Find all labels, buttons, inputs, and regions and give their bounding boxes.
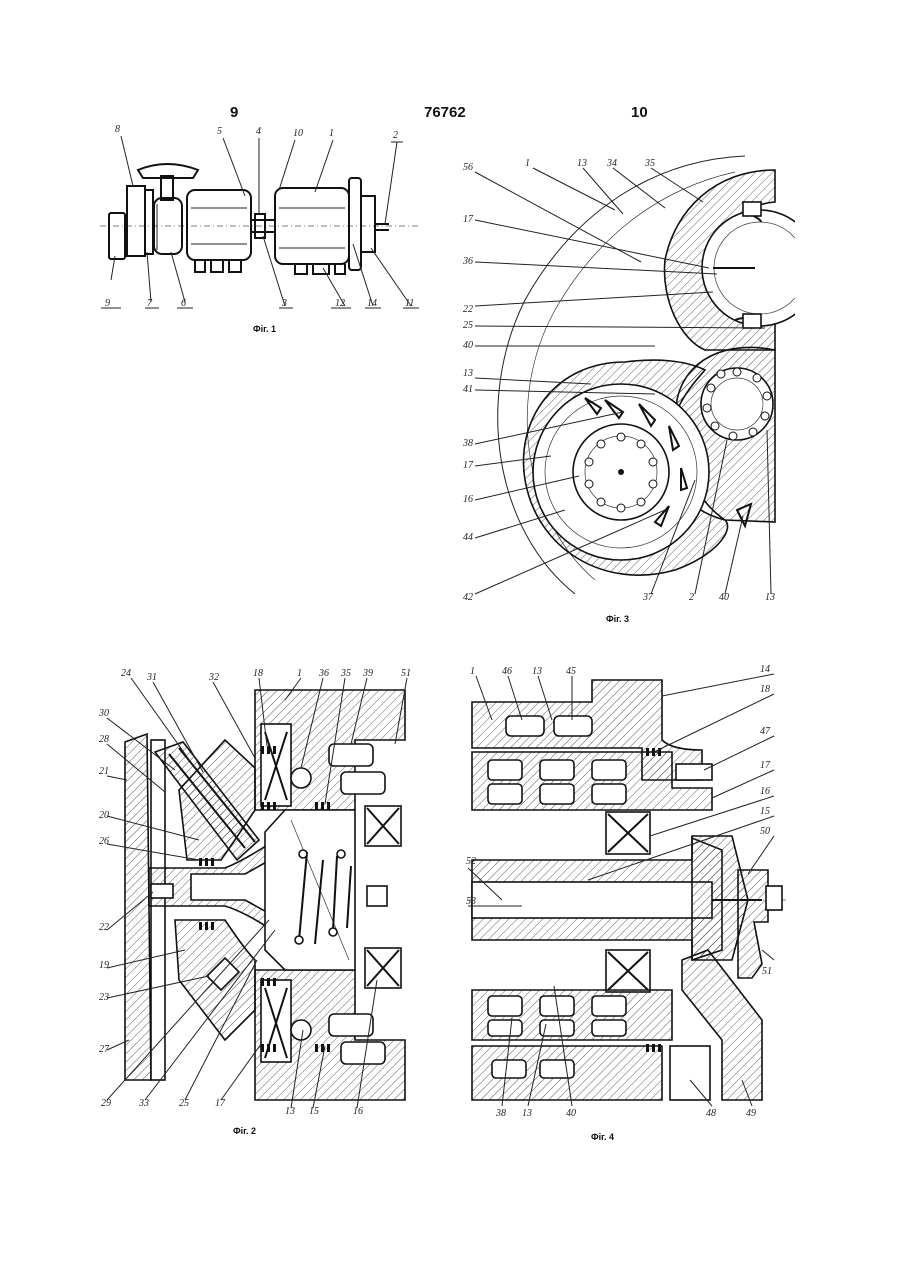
fig3-label-36: 36	[462, 256, 473, 267]
fig2-label-26: 26	[99, 836, 109, 847]
fig3-label-40b: 40	[719, 592, 729, 603]
fig4-label-48: 48	[706, 1108, 716, 1119]
fig4-label-16: 16	[760, 786, 770, 797]
fig3-label-16: 16	[463, 494, 473, 505]
fig2-label-13: 13	[285, 1106, 295, 1117]
fig4-label-15: 15	[760, 806, 770, 817]
fig4-label-49: 49	[746, 1108, 756, 1119]
fig4-label-50: 50	[760, 826, 770, 837]
fig3-label-1: 1	[525, 158, 530, 169]
fig1-label-3: 3	[281, 298, 287, 309]
fig1-label-11: 11	[405, 298, 414, 309]
fig4-label-45: 45	[566, 666, 576, 677]
figure-4: 1 46 13 45 14 18 47 17 16 15 50 52 53 51…	[462, 660, 792, 1126]
fig3-label-25: 25	[463, 320, 473, 331]
fig4-label-13: 13	[532, 666, 542, 677]
fig1-label-14: 14	[367, 298, 377, 309]
fig3-label-22: 22	[463, 304, 473, 315]
fig4-label-17: 17	[760, 760, 771, 771]
fig3-caption: Фіг. 3	[606, 614, 629, 624]
fig1-label-4: 4	[256, 126, 261, 137]
fig2-label-39: 39	[362, 668, 373, 679]
page-number-right: 10	[631, 104, 648, 121]
fig3-label-44: 44	[463, 532, 473, 543]
fig2-label-51: 51	[401, 668, 411, 679]
fig2-label-21: 21	[99, 766, 109, 777]
fig3-label-42: 42	[463, 592, 473, 603]
fig3-label-17b: 17	[463, 460, 474, 471]
fig2-label-36: 36	[318, 668, 329, 679]
fig1-label-7: 7	[147, 298, 153, 309]
fig3-label-13c: 13	[765, 592, 775, 603]
fig2-label-33: 33	[138, 1098, 149, 1109]
fig4-label-14: 14	[760, 664, 770, 675]
fig2-label-16: 16	[353, 1106, 363, 1117]
fig2-label-32: 32	[208, 672, 219, 683]
figure-3: 56 1 13 34 35 17 36 22 25 40 13 41 38 17…	[455, 150, 795, 610]
fig4-label-46: 46	[502, 666, 512, 677]
fig2-label-1: 1	[297, 668, 302, 679]
fig4-label-38: 38	[495, 1108, 506, 1119]
fig2-label-35: 35	[340, 668, 351, 679]
fig3-label-13: 13	[577, 158, 587, 169]
fig1-caption: Фіг. 1	[253, 324, 276, 334]
fig2-label-23: 23	[99, 992, 109, 1003]
fig4-label-52: 52	[466, 856, 476, 867]
fig1-label-2: 2	[393, 130, 398, 141]
fig1-label-9: 9	[105, 298, 110, 309]
fig2-label-17: 17	[215, 1098, 226, 1109]
figure-2-drawing: 24 31 32 18 1 36 35 39 51 30 28 21 20 26…	[95, 660, 425, 1120]
fig4-label-18: 18	[760, 684, 770, 695]
fig3-label-38: 38	[462, 438, 473, 449]
fig1-label-10: 10	[293, 128, 303, 139]
fig3-label-2: 2	[689, 592, 694, 603]
fig2-caption: Фіг. 2	[233, 1126, 256, 1136]
fig3-label-56: 56	[463, 162, 473, 173]
figure-4-drawing: 1 46 13 45 14 18 47 17 16 15 50 52 53 51…	[462, 660, 792, 1126]
figure-1-drawing: 8 5 4 10 1 2 9 7 6 3 12 14 11	[95, 120, 425, 320]
figure-1: 8 5 4 10 1 2 9 7 6 3 12 14 11	[95, 120, 425, 320]
patent-number: 76762	[424, 104, 466, 121]
fig2-label-18: 18	[253, 668, 263, 679]
fig1-label-1: 1	[329, 128, 334, 139]
fig3-label-13b: 13	[463, 368, 473, 379]
fig3-label-41: 41	[463, 384, 473, 395]
fig1-label-6: 6	[181, 298, 186, 309]
fig3-label-37: 37	[642, 592, 654, 603]
fig4-label-53: 53	[466, 896, 476, 907]
fig4-label-13b: 13	[522, 1108, 532, 1119]
fig2-label-22: 22	[99, 922, 109, 933]
fig3-label-34: 34	[606, 158, 617, 169]
fig2-label-15: 15	[309, 1106, 319, 1117]
fig4-label-40: 40	[566, 1108, 576, 1119]
fig3-label-40: 40	[463, 340, 473, 351]
fig2-label-19: 19	[99, 960, 109, 971]
figure-2: 24 31 32 18 1 36 35 39 51 30 28 21 20 26…	[95, 660, 425, 1120]
fig2-label-28: 28	[99, 734, 109, 745]
fig4-label-47: 47	[760, 726, 771, 737]
fig2-label-25: 25	[179, 1098, 189, 1109]
fig2-label-24: 24	[121, 668, 131, 679]
fig1-label-8: 8	[115, 124, 120, 135]
fig2-label-20: 20	[99, 810, 109, 821]
figure-3-drawing: 56 1 13 34 35 17 36 22 25 40 13 41 38 17…	[455, 150, 795, 610]
fig3-label-17: 17	[463, 214, 474, 225]
fig2-label-30: 30	[98, 708, 109, 719]
fig3-label-35: 35	[644, 158, 655, 169]
page-number-left: 9	[230, 104, 238, 121]
fig2-label-29: 29	[101, 1098, 111, 1109]
fig4-label-1: 1	[470, 666, 475, 677]
fig1-label-12: 12	[335, 298, 345, 309]
fig4-label-51: 51	[762, 966, 772, 977]
fig4-caption: Фіг. 4	[591, 1132, 614, 1142]
fig1-label-5: 5	[217, 126, 222, 137]
fig2-label-31: 31	[146, 672, 157, 683]
fig2-label-27: 27	[99, 1044, 110, 1055]
